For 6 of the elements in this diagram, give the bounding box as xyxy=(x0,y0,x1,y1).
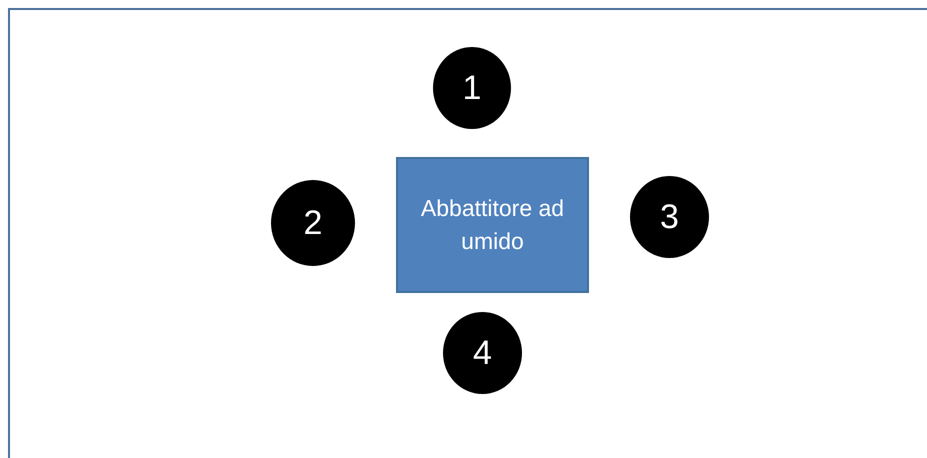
process-box xyxy=(396,157,589,293)
callout-number: 1 xyxy=(462,68,482,108)
callout-number: 2 xyxy=(304,204,322,242)
callout-number: 4 xyxy=(473,334,492,372)
node-label: Abbattitore ad umido xyxy=(420,194,566,256)
callout-number: 3 xyxy=(660,198,679,236)
